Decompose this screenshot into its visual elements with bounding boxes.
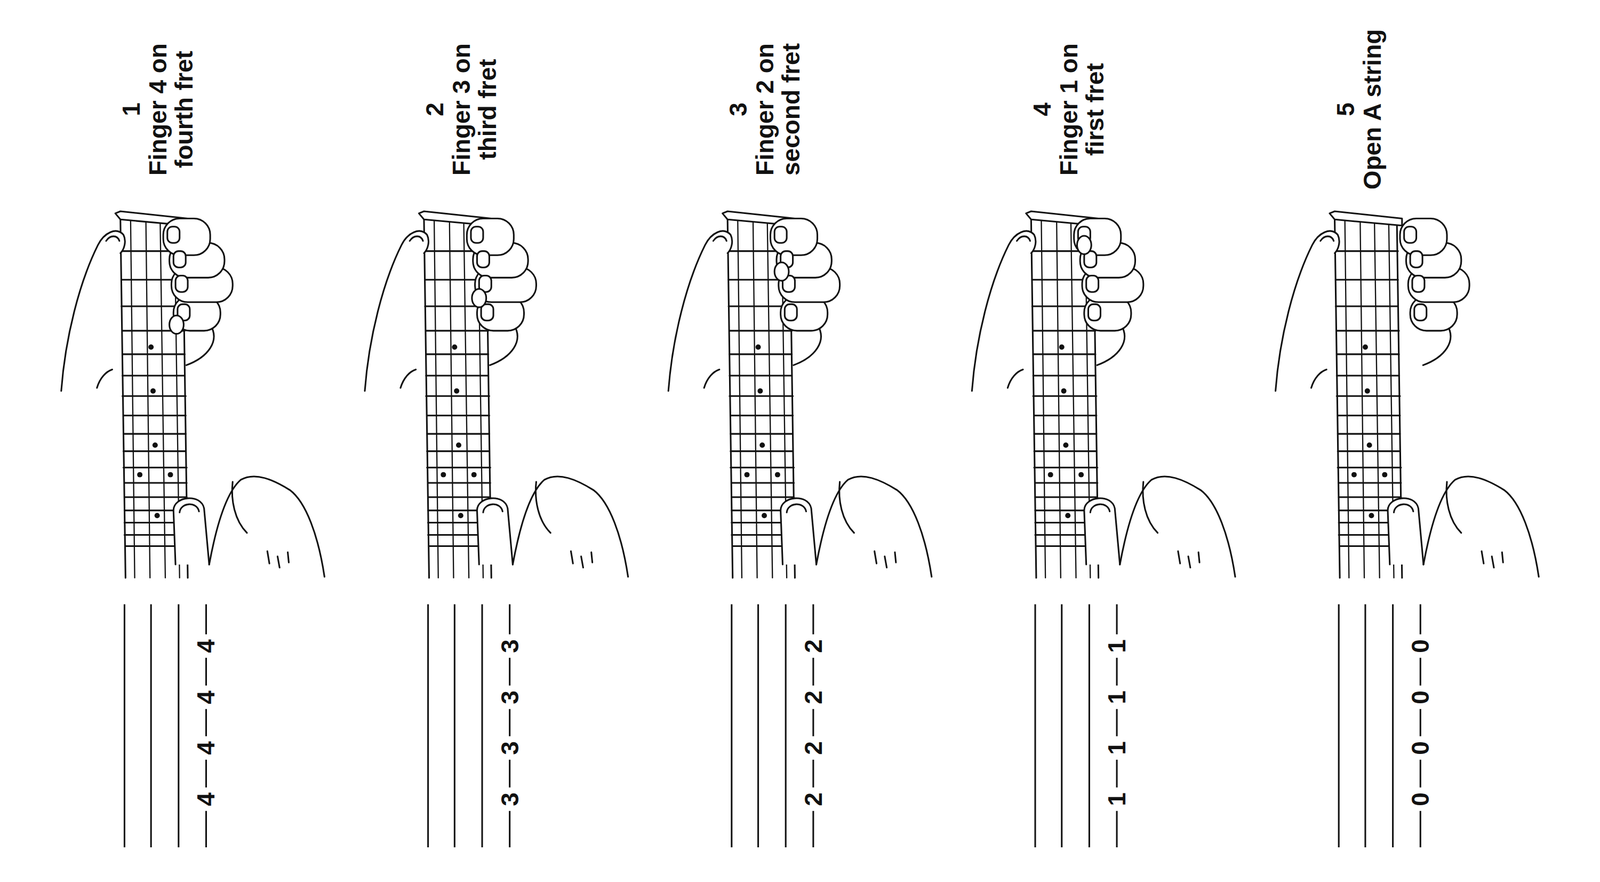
tab-fret-holder: 2 (801, 787, 826, 811)
tab-fret-holder: 0 (1408, 736, 1433, 760)
tab-fret-number: 0 (1408, 736, 1433, 760)
tab-fret-holder: 4 (193, 685, 219, 709)
tab-fret-number: 3 (497, 634, 523, 658)
tab-fret-number: 4 (193, 634, 219, 658)
tab-fret-holder: 3 (497, 736, 523, 760)
step-heading: 3Finger 2 on second fret (725, 0, 805, 243)
tab-fret-number: 2 (801, 787, 826, 811)
panel-art (1275, 211, 1540, 847)
tab-fret-holder: 2 (801, 736, 826, 760)
tab-fret-number: 2 (801, 736, 826, 760)
tab-fret-holder: 0 (1408, 685, 1433, 709)
tab-fret-number: 4 (193, 736, 219, 760)
step-caption: Finger 1 on first fret (1055, 21, 1109, 197)
step-caption: Finger 2 on second fret (752, 21, 805, 197)
tab-fret-number: 0 (1408, 634, 1433, 658)
tab-fret-holder: 4 (193, 736, 219, 760)
step-heading: 5Open A string (1332, 0, 1386, 243)
step-caption: Finger 4 on fourth fret (145, 21, 198, 197)
tab-fret-holder: 1 (1104, 736, 1130, 760)
tab-fret-holder: 4 (193, 634, 219, 658)
step-number: 5 (1332, 0, 1360, 243)
step-number: 2 (421, 0, 449, 243)
panel-art (364, 211, 629, 847)
tab-fret-holder: 1 (1104, 685, 1130, 709)
tab-fret-number: 0 (1408, 685, 1433, 709)
tab-fret-number: 4 (193, 685, 219, 709)
tab-fret-holder: 4 (193, 787, 219, 811)
tab-fret-holder: 0 (1408, 787, 1433, 811)
tab-fret-number: 1 (1104, 736, 1130, 760)
tab-fret-holder: 1 (1104, 634, 1130, 658)
tab-fret-number: 1 (1104, 787, 1130, 811)
tab-fret-number: 2 (801, 634, 826, 658)
tab-fret-number: 1 (1104, 685, 1130, 709)
panel-art (971, 211, 1236, 847)
step-heading: 4Finger 1 on first fret (1029, 0, 1109, 243)
tab-fret-holder: 3 (497, 685, 523, 709)
step-number: 3 (725, 0, 752, 243)
tab-fret-number: 3 (497, 736, 523, 760)
tab-fret-number: 0 (1408, 787, 1433, 811)
tab-fret-number: 3 (497, 787, 523, 811)
step-heading: 2Finger 3 on third fret (421, 0, 502, 243)
tab-fret-number: 4 (193, 787, 219, 811)
step-heading: 1Finger 4 on fourth fret (118, 0, 198, 243)
tab-fret-holder: 0 (1408, 634, 1433, 658)
step-caption: Finger 3 on third fret (448, 21, 502, 197)
tab-fret-holder: 3 (497, 787, 523, 811)
tab-fret-number: 1 (1104, 634, 1130, 658)
tab-fret-holder: 3 (497, 634, 523, 658)
panel-art (61, 211, 325, 847)
step-number: 4 (1029, 0, 1056, 243)
tab-fret-holder: 1 (1104, 787, 1130, 811)
step-number: 1 (118, 0, 146, 243)
step-caption: Open A string (1358, 21, 1386, 197)
tab-fret-holder: 2 (801, 685, 826, 709)
tab-fret-number: 3 (497, 685, 523, 709)
tab-fret-holder: 2 (801, 634, 826, 658)
panel-art (668, 211, 932, 847)
tab-fret-number: 2 (801, 685, 826, 709)
